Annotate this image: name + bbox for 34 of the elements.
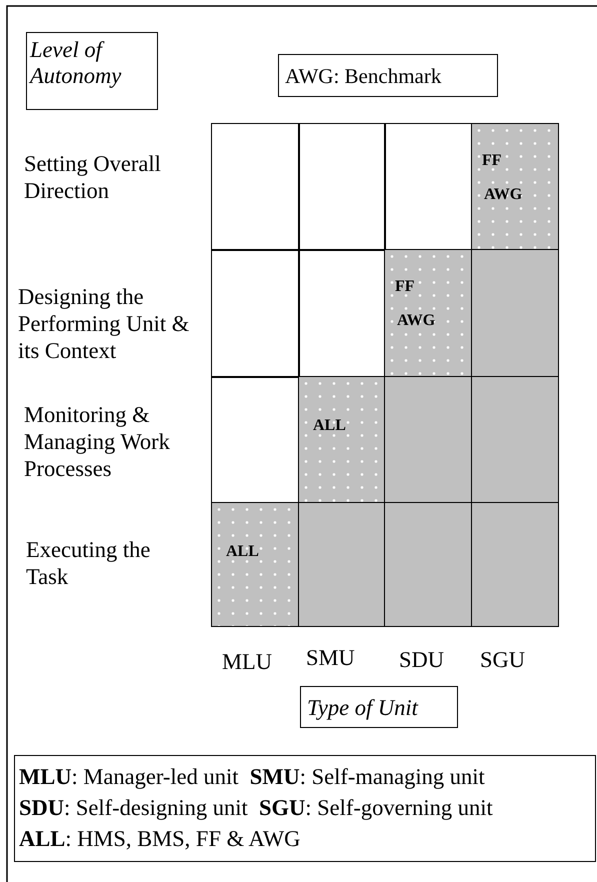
row-label: Designing the Performing Unit & its Context bbox=[18, 283, 190, 364]
row-label: Executing the Task bbox=[26, 536, 152, 590]
matrix-cell bbox=[384, 249, 472, 378]
axis-title: Level of Autonomy bbox=[26, 32, 158, 110]
legend-entry: ALL: HMS, BMS, FF & AWG bbox=[19, 825, 302, 853]
cell-label: AWG bbox=[397, 312, 436, 330]
matrix-cell bbox=[211, 123, 300, 250]
axis-title: Type of Unit bbox=[300, 686, 458, 728]
matrix-cell bbox=[471, 376, 558, 504]
column-label: MLU bbox=[222, 648, 273, 675]
legend-box bbox=[14, 755, 596, 862]
column-label: SMU bbox=[306, 644, 356, 671]
matrix-cell bbox=[211, 502, 300, 626]
cell-label: AWG bbox=[484, 186, 522, 204]
cell-label: ALL bbox=[313, 417, 346, 435]
column-label: SGU bbox=[480, 646, 526, 673]
cell-label: FF bbox=[482, 152, 502, 170]
cell-label: FF bbox=[395, 278, 415, 296]
row-label: Setting Overall Direction bbox=[24, 150, 162, 204]
matrix-cell bbox=[471, 502, 558, 626]
cell-label: ALL bbox=[226, 543, 259, 561]
matrix-cell bbox=[298, 502, 386, 626]
matrix-cell bbox=[298, 123, 386, 250]
column-label: SDU bbox=[399, 646, 446, 673]
legend-entry: MLU: Manager-led unit SMU: Self-managing unit bbox=[19, 763, 486, 791]
matrix-cell bbox=[211, 249, 300, 378]
legend-entry: SDU: Self-designing unit SGU: Self-governing unit bbox=[19, 794, 494, 822]
benchmark-note: AWG: Benchmark bbox=[278, 54, 498, 97]
matrix-cell bbox=[298, 376, 386, 504]
matrix-cell bbox=[471, 249, 558, 378]
matrix-cell bbox=[471, 123, 558, 250]
matrix-cell bbox=[384, 376, 472, 504]
row-label: Monitoring & Managing Work Processes bbox=[24, 401, 171, 482]
matrix-cell bbox=[384, 502, 472, 626]
